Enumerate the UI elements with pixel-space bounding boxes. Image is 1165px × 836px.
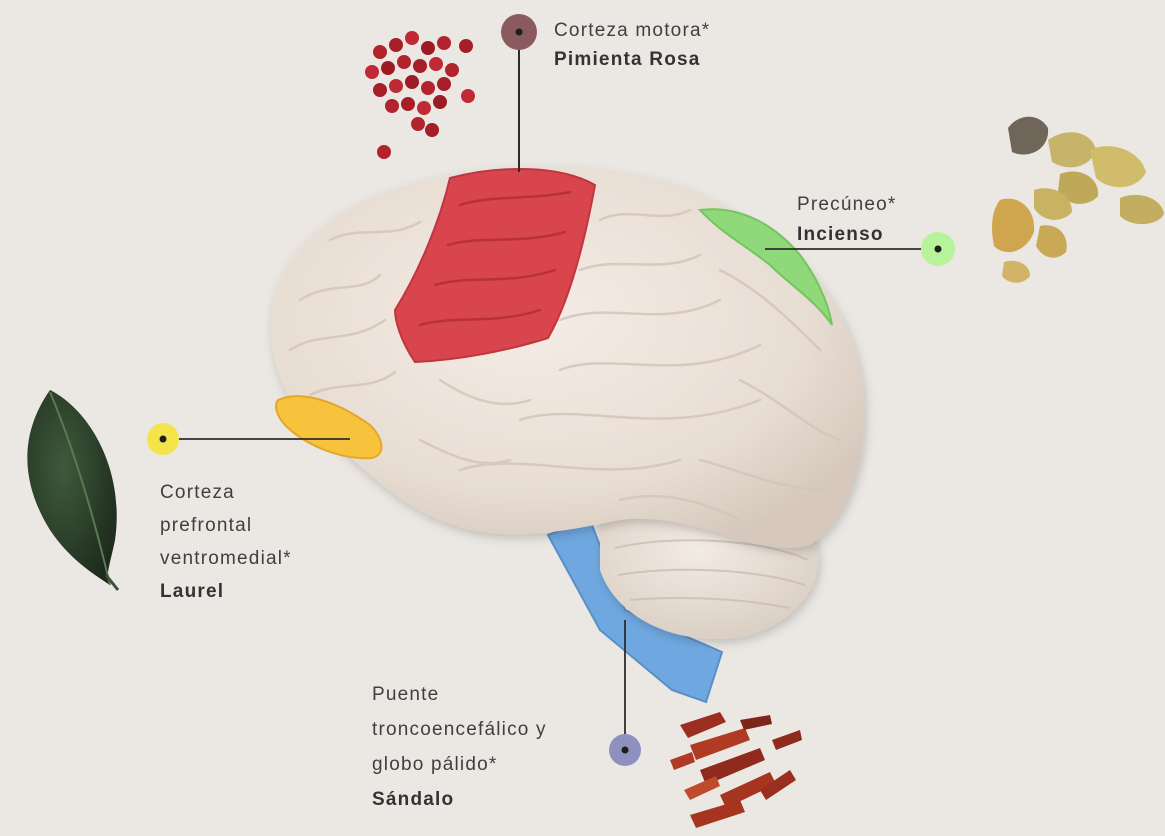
label-vmpfc-spice: Laurel <box>160 575 360 608</box>
label-brainstem: Puente troncoencefálico y globo pálido* … <box>372 677 612 817</box>
pink-peppercorns-icon <box>365 31 475 159</box>
label-brainstem-line-3: globo pálido* <box>372 747 612 782</box>
label-motor-region: Corteza motora* <box>554 16 710 45</box>
label-brainstem-line-1: Puente <box>372 677 612 712</box>
bay-leaf-icon <box>27 390 118 590</box>
label-motor-spice: Pimienta Rosa <box>554 45 710 74</box>
label-vmpfc-line-1: Corteza <box>160 476 360 509</box>
label-precuneus: Precúneo* Incienso <box>797 190 897 250</box>
label-brainstem-line-2: troncoencefálico y <box>372 712 612 747</box>
label-motor-cortex: Corteza motora* Pimienta Rosa <box>554 16 710 74</box>
label-vmpfc: Corteza prefrontal ventromedial* Laurel <box>160 476 360 608</box>
label-brainstem-spice: Sándalo <box>372 782 612 817</box>
label-vmpfc-line-3: ventromedial* <box>160 542 360 575</box>
leader-motor <box>501 14 537 172</box>
sandalwood-shavings-icon <box>670 712 802 828</box>
frankincense-resin-icon <box>992 117 1164 283</box>
label-vmpfc-line-2: prefrontal <box>160 509 360 542</box>
label-precuneus-spice: Incienso <box>797 220 897 250</box>
label-precuneus-region: Precúneo* <box>797 190 897 220</box>
